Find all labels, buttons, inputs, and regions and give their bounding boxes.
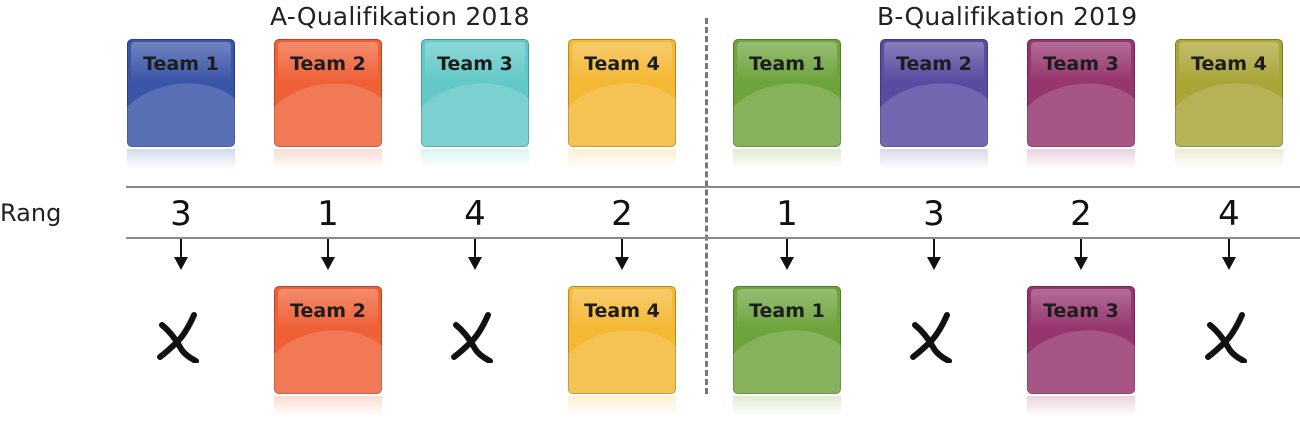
rank-a-team-3: 4 (464, 194, 486, 234)
group-divider (705, 18, 708, 394)
eliminated-cross-icon (451, 312, 493, 363)
team-label: Team 4 (584, 53, 660, 75)
down-arrow-icon (780, 239, 794, 270)
team-label: Team 4 (1191, 53, 1267, 75)
down-arrow-icon (321, 239, 335, 270)
team-label: Team 1 (749, 53, 825, 75)
rank-a-team-2: 1 (317, 194, 339, 234)
team-label: Team 3 (1043, 300, 1119, 322)
eliminated-cross-icon (910, 312, 952, 363)
down-arrow-icon (927, 239, 941, 270)
team-box-a-team-3: Team 3 (421, 39, 529, 169)
qualified-team-box-a-team-4: Team 4 (568, 286, 676, 416)
rank-a-team-4: 2 (611, 194, 633, 234)
qualified-team-box-b-team-3: Team 3 (1027, 286, 1135, 416)
team-label: Team 4 (584, 300, 660, 322)
rank-row-bottom-line (126, 237, 1300, 239)
team-label: Team 2 (290, 53, 366, 75)
rank-row-top-line (126, 186, 1300, 188)
qualified-team-box-b-team-1: Team 1 (733, 286, 841, 416)
team-label: Team 2 (290, 300, 366, 322)
eliminated-cross-icon (157, 312, 199, 363)
down-arrow-icon (1222, 239, 1236, 270)
team-label: Team 3 (1043, 53, 1119, 75)
down-arrow-icon (1074, 239, 1088, 270)
rank-b-team-2: 3 (923, 194, 945, 234)
down-arrow-icon (174, 239, 188, 270)
team-label: Team 1 (749, 300, 825, 322)
rank-a-team-1: 3 (170, 194, 192, 234)
down-arrow-icon (468, 239, 482, 270)
team-box-b-team-4: Team 4 (1175, 39, 1283, 169)
rank-b-team-4: 4 (1218, 194, 1240, 234)
team-box-a-team-2: Team 2 (274, 39, 382, 169)
team-label: Team 2 (896, 53, 972, 75)
team-box-b-team-3: Team 3 (1027, 39, 1135, 169)
rank-b-team-3: 2 (1070, 194, 1092, 234)
down-arrow-icon (615, 239, 629, 270)
team-box-b-team-1: Team 1 (733, 39, 841, 169)
team-box-b-team-2: Team 2 (880, 39, 988, 169)
group-title-a: A-Qualifikation 2018 (270, 2, 530, 31)
group-title-b: B-Qualifikation 2019 (877, 2, 1138, 31)
rank-b-team-1: 1 (776, 194, 798, 234)
team-box-a-team-1: Team 1 (127, 39, 235, 169)
team-label: Team 3 (437, 53, 513, 75)
team-box-a-team-4: Team 4 (568, 39, 676, 169)
qualified-team-box-a-team-2: Team 2 (274, 286, 382, 416)
rank-row-label: Rang (0, 199, 62, 227)
team-label: Team 1 (143, 53, 219, 75)
eliminated-cross-icon (1205, 312, 1247, 363)
